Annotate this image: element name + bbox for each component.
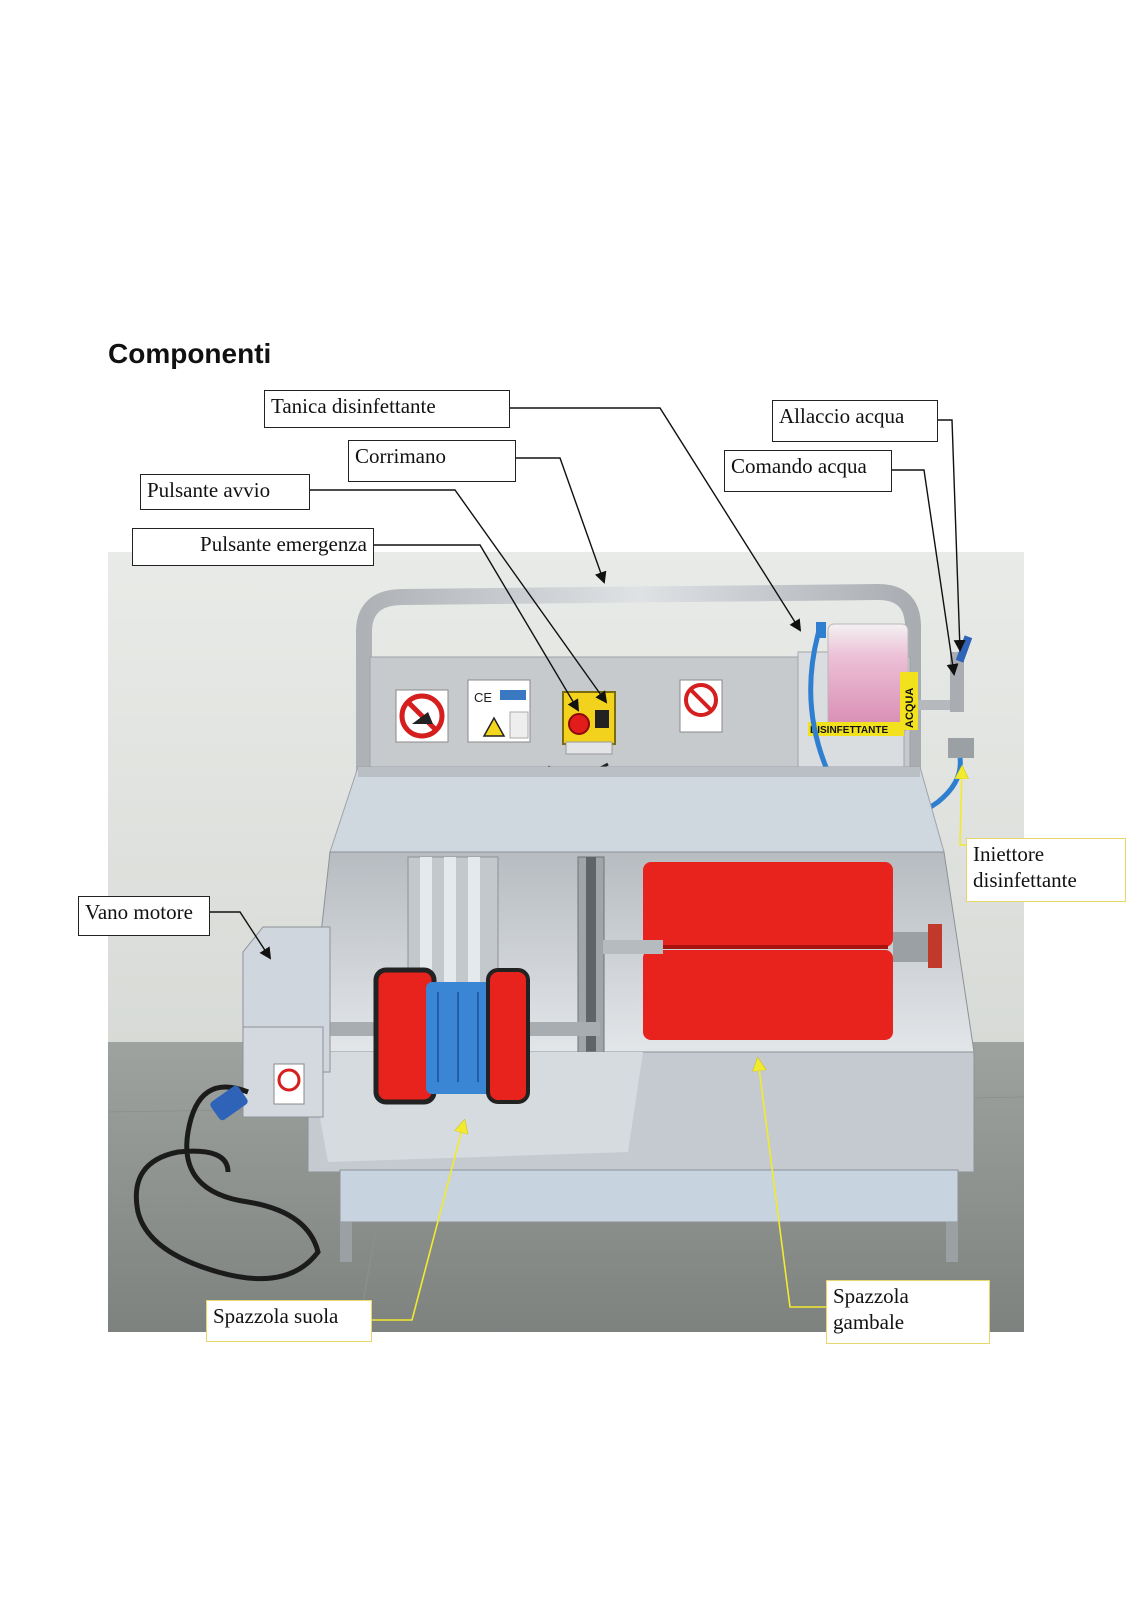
label-tanica-disinfettante: Tanica disinfettante bbox=[264, 390, 510, 428]
label-pulsante-emergenza: Pulsante emergenza bbox=[132, 528, 374, 566]
sole-brush bbox=[320, 967, 600, 1105]
ce-mark: CE bbox=[474, 690, 492, 705]
no-entry-sign-icon bbox=[679, 679, 723, 733]
tank-label: DISINFETTANTE bbox=[810, 725, 888, 736]
motor-compartment bbox=[242, 926, 331, 1118]
power-plug bbox=[210, 1085, 248, 1121]
label-allaccio-acqua: Allaccio acqua bbox=[772, 400, 938, 442]
label-spazzola-suola: Spazzola suola bbox=[206, 1300, 372, 1342]
label-pulsante-avvio: Pulsante avvio bbox=[140, 474, 310, 510]
label-comando-acqua: Comando acqua bbox=[724, 450, 892, 492]
machine-photo: CE DISINFETTANTE ACQUA bbox=[108, 552, 1024, 1332]
label-iniettore-disinfettante: Iniettore disinfettante bbox=[966, 838, 1126, 902]
boot-washer-illustration: CE DISINFETTANTE ACQUA bbox=[108, 552, 1024, 1332]
label-spazzola-gambale: Spazzola gambale bbox=[826, 1280, 990, 1344]
page-title: Componenti bbox=[108, 338, 272, 369]
no-shoes-sign-icon bbox=[395, 689, 449, 743]
label-vano-motore: Vano motore bbox=[78, 896, 210, 936]
leg-brush bbox=[603, 862, 942, 1040]
label-corrimano: Corrimano bbox=[348, 440, 516, 482]
emergency-stop-button-icon bbox=[568, 713, 590, 735]
water-label: ACQUA bbox=[904, 688, 916, 728]
warning-triangle-icon bbox=[482, 716, 506, 737]
